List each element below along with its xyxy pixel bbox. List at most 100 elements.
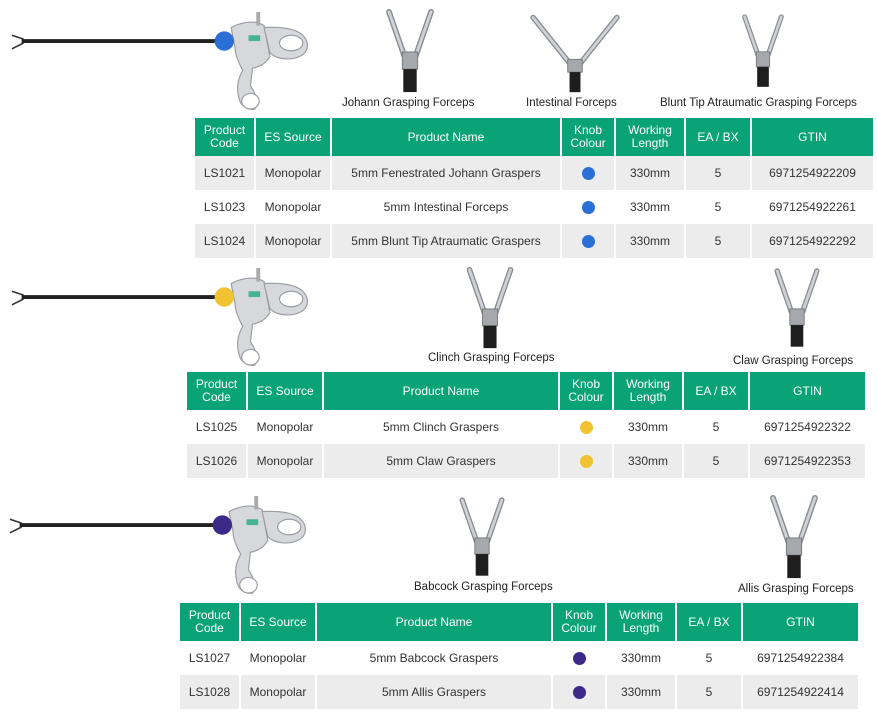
cell-name: 5mm Blunt Tip Atraumatic Graspers <box>331 224 562 258</box>
cell-knob <box>561 190 616 224</box>
cell-knob <box>559 410 614 444</box>
cell-ea: 5 <box>676 641 743 675</box>
col-es-source: ES Source <box>240 603 317 641</box>
grasper-tip-icon <box>770 266 824 350</box>
product-table: Product Code ES Source Product Name Knob… <box>187 372 865 478</box>
cell-length: 330mm <box>615 224 686 258</box>
col-product-name: Product Name <box>331 118 562 156</box>
grasper-tip-icon <box>455 494 509 580</box>
table-row: LS1023 Monopolar 5mm Intestinal Forceps … <box>195 190 873 224</box>
col-ea-bx: EA / BX <box>676 603 743 641</box>
cell-code: LS1028 <box>180 675 241 709</box>
table-row: LS1028 Monopolar 5mm Allis Graspers 330m… <box>180 675 858 709</box>
cell-knob <box>552 675 607 709</box>
instrument-illustration <box>10 8 330 110</box>
cell-length: 330mm <box>613 410 684 444</box>
cell-ea: 5 <box>676 675 743 709</box>
yellow-knob-icon <box>579 455 593 469</box>
cell-gtin: 6971254922322 <box>764 420 851 434</box>
instrument-illustration <box>10 264 330 366</box>
product-table: Product Code ES Source Product Name Knob… <box>180 603 858 709</box>
cell-code: LS1025 <box>187 410 248 444</box>
cell-length: 330mm <box>606 641 677 675</box>
col-ea-bx: EA / BX <box>685 118 752 156</box>
cell-source: Monopolar <box>240 675 317 709</box>
col-gtin: GTIN <box>749 372 865 410</box>
cell-source: Monopolar <box>247 444 324 478</box>
col-es-source: ES Source <box>255 118 332 156</box>
cell-knob <box>561 156 616 190</box>
cell-length: 330mm <box>615 156 686 190</box>
grasper-tip-icon <box>525 12 625 94</box>
cell-ea: 5 <box>683 444 750 478</box>
col-gtin: GTIN <box>751 118 873 156</box>
col-product-name: Product Name <box>323 372 560 410</box>
col-es-source: ES Source <box>247 372 324 410</box>
col-product-code: Product Code <box>195 118 256 156</box>
cell-name: 5mm Intestinal Forceps <box>331 190 562 224</box>
cell-name: 5mm Allis Graspers <box>316 675 553 709</box>
section-blue-knob: Johann Grasping Forceps Intestinal Force… <box>0 0 877 260</box>
cell-gtin: 6971254922261 <box>769 200 856 214</box>
tip-caption: Allis Grasping Forceps <box>738 583 854 595</box>
section-purple-knob: Babcock Grasping Forceps Allis Grasping … <box>0 490 877 728</box>
table-row: LS1024 Monopolar 5mm Blunt Tip Atraumati… <box>195 224 873 258</box>
col-product-name: Product Name <box>316 603 553 641</box>
grasper-tip-icon <box>762 494 826 580</box>
purple-knob-icon <box>572 686 586 700</box>
cell-ea: 5 <box>685 190 752 224</box>
cell-ea: 5 <box>685 156 752 190</box>
col-knob-colour: Knob Colour <box>552 603 607 641</box>
blue-knob-icon <box>214 31 234 51</box>
col-gtin: GTIN <box>742 603 858 641</box>
product-table: Product Code ES Source Product Name Knob… <box>195 118 873 258</box>
cell-gtin: 6971254922384 <box>757 651 844 665</box>
col-ea-bx: EA / BX <box>683 372 750 410</box>
yellow-knob-icon <box>579 421 593 435</box>
cell-code: LS1023 <box>195 190 256 224</box>
grasper-tip-icon <box>380 8 440 94</box>
cell-length: 330mm <box>615 190 686 224</box>
cell-code: LS1026 <box>187 444 248 478</box>
purple-knob-icon <box>212 515 232 535</box>
cell-length: 330mm <box>613 444 684 478</box>
col-working-length: Working Length <box>615 118 686 156</box>
instrument-illustration <box>8 492 328 594</box>
blue-knob-icon <box>581 167 595 181</box>
table-row: LS1025 Monopolar 5mm Clinch Graspers 330… <box>187 410 865 444</box>
cell-ea: 5 <box>683 410 750 444</box>
grasper-tip-icon <box>455 266 525 350</box>
cell-source: Monopolar <box>240 641 317 675</box>
col-product-code: Product Code <box>180 603 241 641</box>
cell-name: 5mm Clinch Graspers <box>323 410 560 444</box>
cell-source: Monopolar <box>255 156 332 190</box>
col-knob-colour: Knob Colour <box>559 372 614 410</box>
purple-knob-icon <box>572 652 586 666</box>
cell-name: 5mm Fenestrated Johann Graspers <box>331 156 562 190</box>
cell-source: Monopolar <box>255 190 332 224</box>
tip-caption: Blunt Tip Atraumatic Grasping Forceps <box>660 97 857 109</box>
cell-knob <box>552 641 607 675</box>
col-working-length: Working Length <box>613 372 684 410</box>
col-working-length: Working Length <box>606 603 677 641</box>
cell-source: Monopolar <box>247 410 324 444</box>
section-yellow-knob: Clinch Grasping Forceps Claw Grasping Fo… <box>0 262 877 484</box>
cell-source: Monopolar <box>255 224 332 258</box>
cell-gtin: 6971254922414 <box>742 675 858 709</box>
tip-caption: Clinch Grasping Forceps <box>428 352 555 364</box>
cell-code: LS1024 <box>195 224 256 258</box>
cell-code: LS1027 <box>180 641 241 675</box>
tip-caption: Intestinal Forceps <box>526 97 617 109</box>
blue-knob-icon <box>581 235 595 249</box>
cell-gtin: 6971254922292 <box>751 224 873 258</box>
tip-caption: Claw Grasping Forceps <box>733 355 854 367</box>
tip-caption: Babcock Grasping Forceps <box>414 581 553 593</box>
cell-gtin: 6971254922209 <box>751 156 873 190</box>
tip-caption: Johann Grasping Forceps <box>342 97 475 109</box>
table-row: LS1021 Monopolar 5mm Fenestrated Johann … <box>195 156 873 190</box>
grasper-tip-icon <box>738 8 788 94</box>
cell-knob <box>561 224 616 258</box>
col-knob-colour: Knob Colour <box>561 118 616 156</box>
table-row: LS1027 Monopolar 5mm Babcock Graspers 33… <box>180 641 858 675</box>
cell-gtin: 6971254922353 <box>749 444 865 478</box>
